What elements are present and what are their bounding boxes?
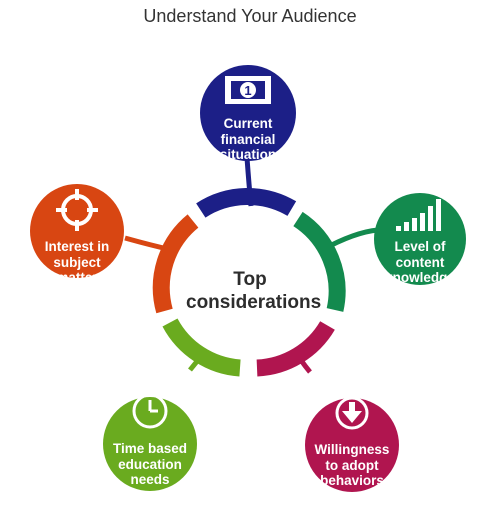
node-label-line: behaviors [320,473,384,488]
center-label: Top considerations [186,268,322,314]
node-label-interest: Interest in subject matter [30,239,124,286]
node-label-line: education [118,456,182,472]
download-arrow-icon [335,396,369,430]
node-label-line: Level of [394,239,446,254]
node-circle-knowledge [374,193,466,285]
center-label-line2: considerations [186,292,322,313]
clock-icon [132,393,168,429]
node-label-line: content [395,254,445,270]
ring-segment-interest [152,214,199,314]
center-label-line1: Top [233,269,267,290]
node-label-line: needs [130,472,170,487]
node-label-line: Current [223,116,273,131]
node-label-line: subject [53,254,101,270]
ring-segment-time [162,318,241,377]
node-circle-time [103,397,197,491]
node-label-line: Willingness [314,442,390,457]
node-label-willingness: Willingness to adopt behaviors [302,442,402,489]
banknote-digit: 1 [244,83,251,98]
banknote-icon: 1 [225,76,271,104]
node-label-line: knowledge [385,270,455,285]
bar-chart-icon [396,199,441,231]
node-circle-financial [200,65,296,161]
node-label-knowledge: Level of content knowledge [375,239,465,286]
node-label-line: Interest in [44,239,110,254]
node-label-financial: Current financial situation [203,116,293,163]
node-label-line: financial [220,131,276,147]
node-circle-willingness [305,398,399,492]
ring-segment-knowledge [293,211,346,312]
node-label-line: Time based [112,441,188,456]
node-label-line: situation [219,147,277,162]
ring-segment-financial [196,188,297,218]
ring-segment-willingness [256,320,335,377]
node-label-time: Time based education needs [100,441,200,488]
diagram-title: Understand Your Audience [143,6,357,26]
node-label-line: matter [56,270,98,285]
crosshair-icon [56,189,98,231]
node-label-line: to adopt [325,457,379,473]
